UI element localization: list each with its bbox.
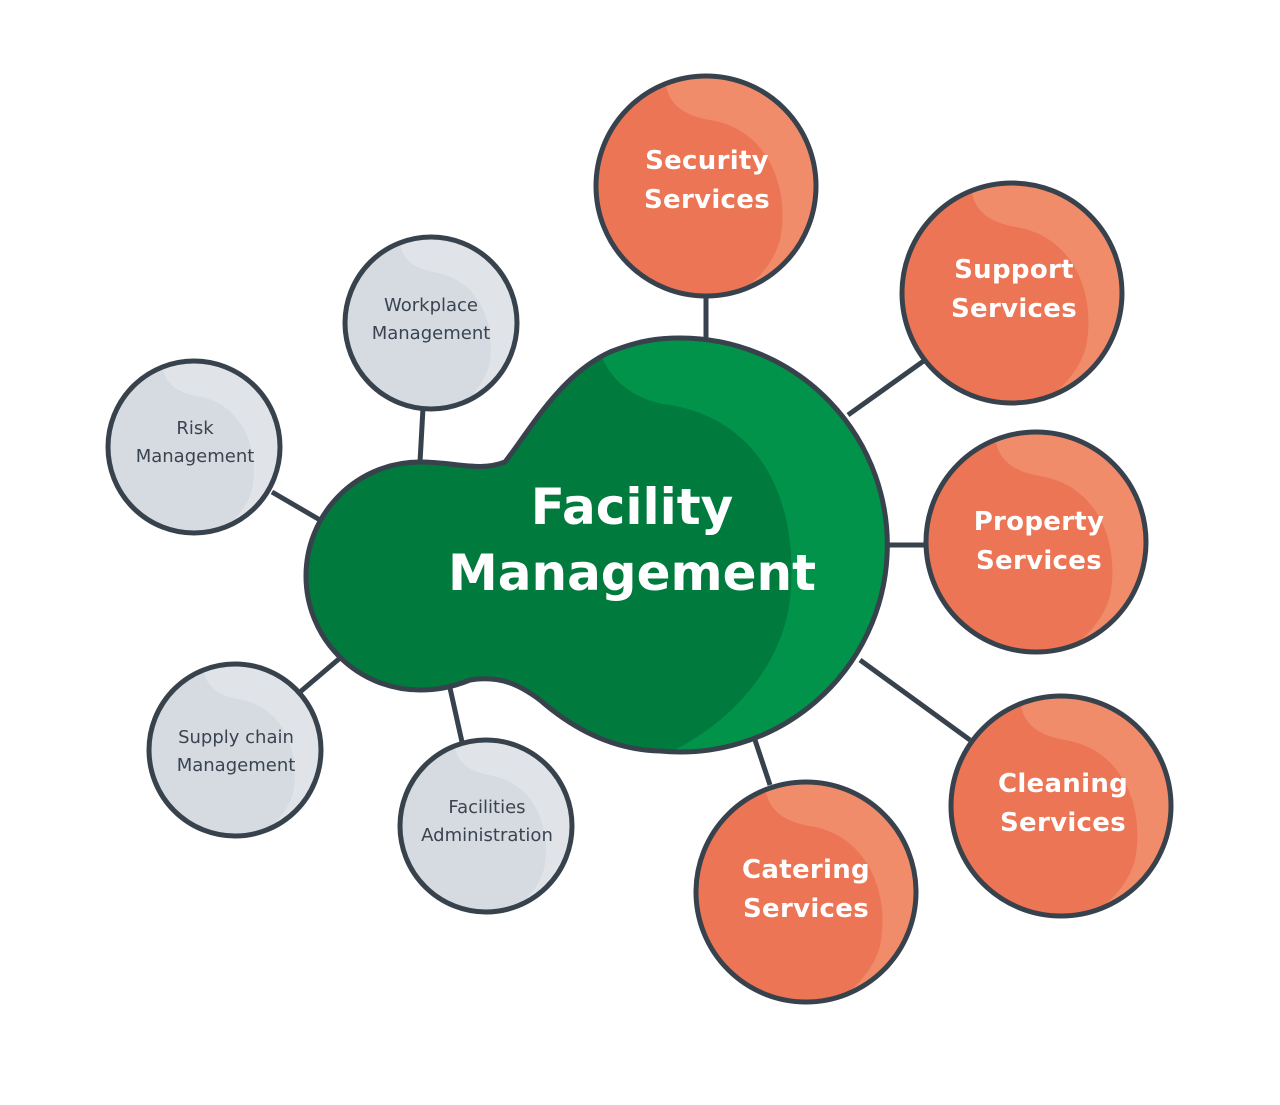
support-services-label: Support Services <box>951 255 1077 324</box>
service-node-support[interactable] <box>899 177 1136 407</box>
connector-workplace <box>417 407 426 463</box>
center-label: Facility Management <box>447 478 817 602</box>
property-services-label: Property Services <box>973 507 1105 576</box>
catering-services-label: Catering Services <box>742 855 870 924</box>
service-node-security[interactable] <box>593 70 830 300</box>
security-services-label: Security Services <box>644 146 770 215</box>
management-node-workplace[interactable] <box>342 232 528 413</box>
risk-management-label: Risk Management <box>135 418 255 467</box>
facilities-administration-label: Facilities Administration <box>421 797 553 846</box>
cleaning-services-label: Cleaning Services <box>997 769 1129 838</box>
connector-risk <box>270 489 322 523</box>
connectors <box>270 296 972 786</box>
connector-catering <box>752 739 773 786</box>
connector-support <box>846 357 927 418</box>
connector-cleaning <box>858 657 972 743</box>
service-node-catering[interactable] <box>693 776 930 1006</box>
workplace-management-label: Workplace Management <box>371 295 491 344</box>
connector-supply-chain <box>298 656 342 694</box>
connector-facilities-admin <box>447 687 465 743</box>
management-node-supply-chain[interactable] <box>146 659 332 840</box>
supply-chain-management-label: Supply chain Management <box>176 727 296 776</box>
service-node-property[interactable] <box>923 426 1160 656</box>
management-node-facilities-admin[interactable] <box>397 735 583 916</box>
management-node-risk[interactable] <box>105 356 291 537</box>
service-node-cleaning[interactable] <box>948 690 1185 920</box>
